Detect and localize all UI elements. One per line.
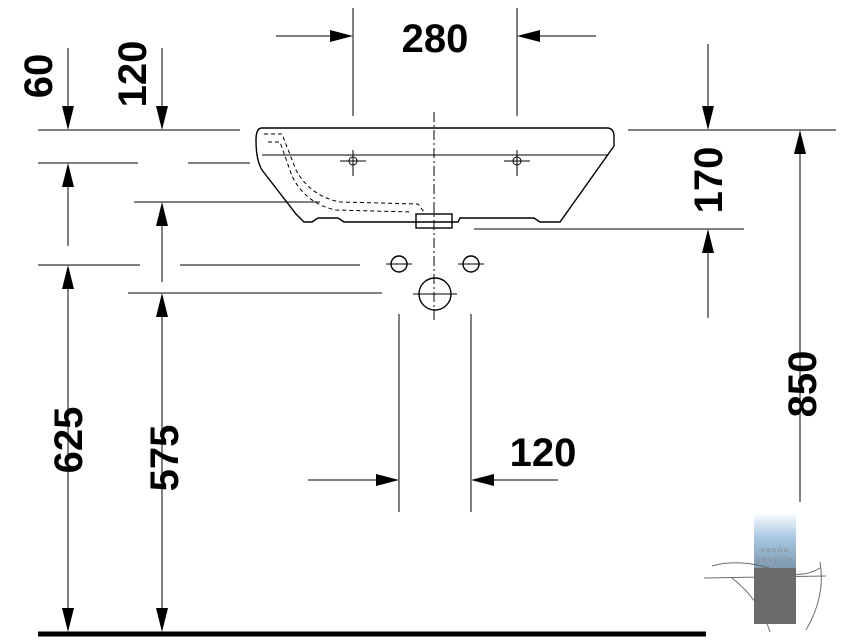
- dim-label-625: 625: [47, 407, 91, 474]
- dimension-625: 625: [47, 265, 91, 632]
- dim-label-280: 280: [402, 17, 469, 61]
- dim-label-170: 170: [687, 147, 731, 214]
- watermark-text-line1: vannu: [760, 546, 789, 554]
- vannupassule-logo: vannu passule: [703, 512, 827, 633]
- dimension-280: 280: [276, 17, 596, 61]
- wall-connections: [386, 255, 484, 311]
- dim-label-60: 60: [17, 54, 61, 99]
- dimension-120-bottom: 120: [308, 431, 576, 486]
- tap-hole-left-icon: [340, 150, 366, 176]
- dimension-120-left: 120: [111, 41, 168, 130]
- dim-label-575: 575: [143, 425, 187, 492]
- dimension-575: 575: [143, 202, 187, 632]
- dim-label-120-top: 120: [111, 41, 155, 108]
- watermark-text-line2: passule: [756, 556, 793, 564]
- dim-label-120-bottom: 120: [510, 431, 577, 475]
- dim-label-850: 850: [781, 351, 825, 418]
- extension-lines: [38, 8, 836, 512]
- dimension-60: 60: [17, 48, 74, 246]
- basin-profile: [255, 127, 615, 229]
- dimension-850: 850: [781, 130, 825, 502]
- dimension-170: 170: [687, 44, 731, 318]
- tap-hole-right-icon: [504, 150, 530, 176]
